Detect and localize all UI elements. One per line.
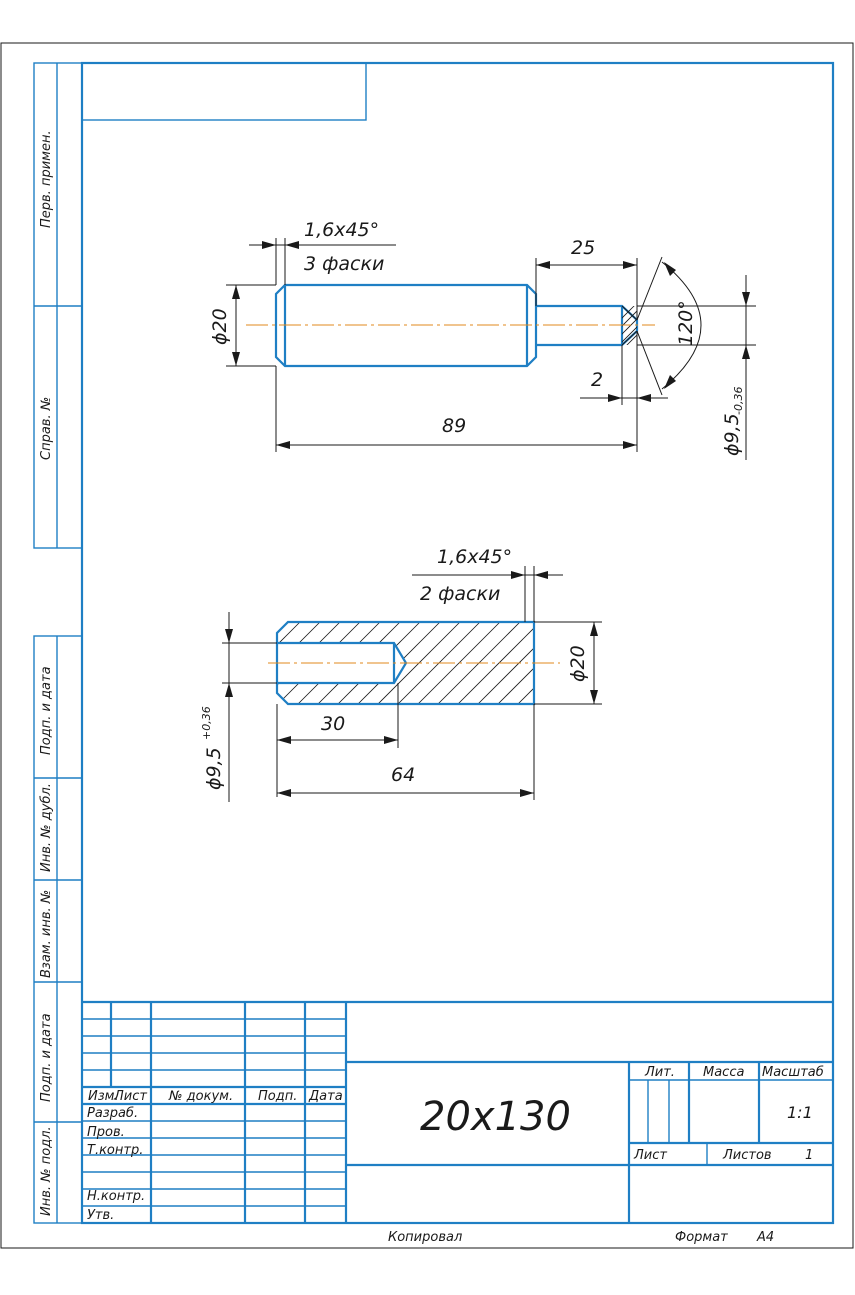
side-stamp: Перв. примен. Справ. № Подп. и дата Инв.…: [33, 62, 83, 1224]
view1-pin: 1,6x45° 3 фаски ϕ20 25 120° 2: [209, 219, 756, 460]
tb-row-nkontr: Н.контр.: [87, 1189, 145, 1204]
view2-chamfer-count: 2 фаски: [420, 583, 500, 605]
stamp-inv-dubl: Инв. № дубл.: [39, 783, 54, 872]
view1-chamfer-label: 1,6x45°: [304, 219, 379, 241]
stamp-podp-data-2: Подп. и дата: [39, 1013, 54, 1102]
drawing-frame: [80, 61, 835, 1225]
view2-dim-diameter: ϕ20: [567, 645, 589, 682]
tb-header-sign: Подп.: [258, 1089, 297, 1104]
view2-dim-hole-tolerance: +0,36: [200, 706, 213, 740]
view1-dim-tip-length: 25: [571, 237, 595, 259]
view1-dim-pin-diameter: ϕ9,5: [721, 413, 743, 456]
view2-dim-hole-depth: 30: [321, 713, 345, 735]
view2-bushing: 1,6x45° 2 фаски ϕ20 ϕ9,5 +0,36 30 64: [200, 546, 602, 802]
view1-angle-arc: [661, 261, 702, 390]
tb-header-list: Лист: [113, 1089, 147, 1104]
view1-cone-edge-top: [621, 305, 638, 321]
tb-header-doc-no: № докум.: [168, 1089, 233, 1104]
tb-sheets-label: Листов: [722, 1148, 772, 1163]
view2-chamfer-label: 1,6x45°: [437, 546, 512, 568]
tb-sheets-value: 1: [805, 1148, 813, 1163]
view1-dim-chamfer-small: 2: [591, 369, 603, 391]
stamp-vzam-inv: Взам. инв. №: [39, 890, 54, 978]
title-block: Изм. Лист № докум. Подп. Дата Разраб. Пр…: [82, 1000, 833, 1223]
footer-format-value: A4: [756, 1230, 774, 1245]
tb-header-date: Дата: [308, 1089, 343, 1104]
stamp-inv-podl: Инв. № подл.: [39, 1126, 54, 1216]
view2-dim-hole-diameter: ϕ9,5: [203, 747, 225, 790]
tb-sheet-label: Лист: [633, 1148, 667, 1163]
tb-row-razrab: Разраб.: [87, 1106, 138, 1121]
tb-header-izm: Изм.: [88, 1089, 119, 1104]
tb-row-utv: Утв.: [87, 1208, 114, 1223]
tb-row-prov: Пров.: [87, 1125, 125, 1140]
tb-mass-label: Масса: [703, 1065, 744, 1080]
view1-cone-edge-bottom: [621, 330, 638, 346]
stamp-sprav-no: Справ. №: [39, 397, 54, 460]
stamp-perv-primen: Перв. примен.: [39, 130, 54, 228]
tb-designation: 20x130: [420, 1094, 571, 1140]
footer-format-label: Формат: [675, 1230, 728, 1245]
stamp-podp-data-1: Подп. и дата: [39, 666, 54, 755]
sheet-border: [0, 42, 854, 1249]
view1-dim-pin-tolerance: -0,36: [732, 387, 745, 415]
view1-dim-angle: 120°: [675, 300, 697, 346]
view2-dim-total: 64: [391, 764, 415, 786]
footer-copied: Копировал: [388, 1230, 462, 1245]
tb-row-tkontr: Т.контр.: [87, 1143, 143, 1158]
view1-dim-diameter: ϕ20: [209, 308, 231, 345]
view1-chamfer-count: 3 фаски: [304, 253, 384, 275]
view1-dim-total: 89: [442, 415, 466, 437]
tb-scale-label: Масштаб: [762, 1065, 824, 1080]
top-left-box: [81, 62, 367, 121]
tb-lit-label: Лит.: [644, 1065, 675, 1080]
tb-scale-value: 1:1: [787, 1103, 813, 1122]
